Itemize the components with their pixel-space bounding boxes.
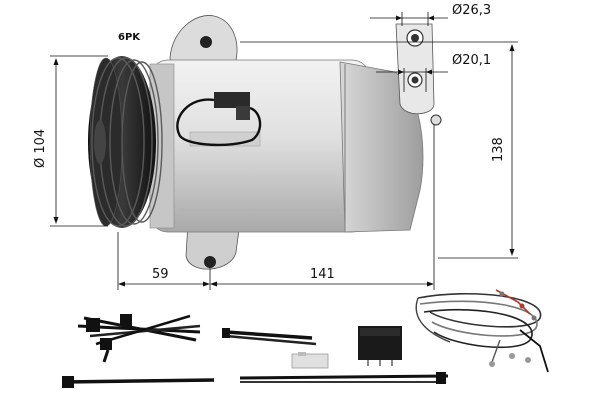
- dim-port-bottom-text: Ø20,1: [452, 53, 491, 68]
- pulley-spec-label: 6PK: [118, 32, 141, 43]
- connector-plug: [236, 106, 250, 120]
- pulley-grooves: [91, 57, 163, 227]
- port-discharge-bore: [411, 76, 419, 84]
- dimension-port-top: Ø26,3: [370, 3, 491, 26]
- dimension-port-bottom: Ø20,1: [376, 53, 491, 92]
- bottom-mount-hole: [204, 256, 216, 268]
- dim-height-text: 138: [491, 137, 506, 162]
- relay: [358, 326, 402, 366]
- fuse: [291, 352, 329, 369]
- dim-mount-to-pulley-text: 59: [152, 267, 169, 282]
- port-suction-bore: [411, 34, 419, 42]
- rear-bolt: [430, 114, 442, 126]
- wiring-harness: [415, 289, 549, 373]
- connector-block: [214, 92, 250, 108]
- dim-mount-to-rear-text: 141: [310, 267, 335, 282]
- dimension-pulley: Ø 104: [33, 55, 108, 227]
- port-block: [395, 23, 435, 115]
- dimension-width: 59 141: [117, 124, 435, 290]
- top-mount-hole: [200, 36, 212, 48]
- dim-port-top-text: Ø26,3: [452, 3, 491, 18]
- compressor: [88, 15, 442, 270]
- bottom-mount-ear: [185, 221, 241, 270]
- clutch-wire: [176, 98, 262, 147]
- dim-pulley-text: Ø 104: [33, 129, 48, 168]
- cable-tie-strip: [222, 328, 317, 346]
- pulley-hub: [94, 120, 106, 164]
- long-cable-tie: [62, 372, 449, 388]
- cable-ties: [77, 314, 201, 363]
- dimension-height: 138: [240, 41, 518, 259]
